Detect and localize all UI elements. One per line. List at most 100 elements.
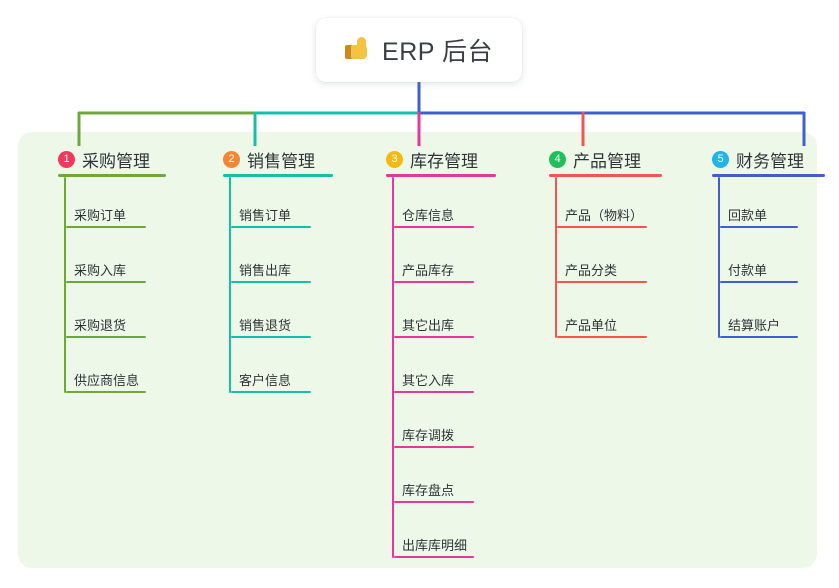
thumbs-up-icon — [345, 36, 371, 64]
branch-badge-3: 3 — [386, 150, 403, 168]
branch-badge-1: 1 — [58, 150, 75, 168]
leaf-label: 客户信息 — [239, 373, 292, 388]
leaf-node[interactable]: 其它出库 — [366, 287, 478, 342]
branch-spine-2 — [229, 177, 231, 393]
leaf-node[interactable]: 其它入库 — [366, 342, 478, 397]
leaf-label: 库存调拨 — [402, 428, 455, 443]
leaf-underline — [66, 336, 146, 338]
leaf-underline — [394, 446, 474, 448]
leaf-underline — [394, 226, 474, 228]
branch-underline-4 — [549, 174, 662, 177]
leaf-node[interactable]: 结算账户 — [692, 287, 804, 342]
leaf-node[interactable]: 供应商信息 — [38, 342, 150, 397]
leaf-node[interactable]: 出库库明细 — [366, 507, 478, 562]
leaf-label: 采购订单 — [74, 208, 127, 223]
branch-underline-1 — [58, 174, 166, 177]
branch-1[interactable]: 1 采购管理采购订单采购入库采购退货供应商信息 — [38, 146, 166, 397]
leaf-node[interactable]: 仓库信息 — [366, 177, 478, 232]
leaf-underline — [394, 336, 474, 338]
leaf-label: 回款单 — [728, 208, 768, 223]
leaf-label: 采购入库 — [74, 263, 127, 278]
branch-underline-2 — [223, 174, 333, 177]
branch-spine-5 — [718, 177, 720, 338]
leaf-underline — [557, 336, 647, 338]
leaf-underline — [394, 501, 474, 503]
branch-spine-1 — [64, 177, 66, 393]
root-title: ERP 后台 — [382, 38, 493, 66]
branch-2[interactable]: 2 销售管理销售订单销售出库销售退货客户信息 — [203, 146, 333, 397]
leaf-node[interactable]: 库存调拨 — [366, 397, 478, 452]
leaf-node[interactable]: 产品单位 — [529, 287, 647, 342]
leaf-label: 产品（物料） — [565, 208, 644, 223]
leaf-node[interactable]: 销售订单 — [203, 177, 315, 232]
leaf-node[interactable]: 客户信息 — [203, 342, 315, 397]
leaf-label: 仓库信息 — [402, 208, 455, 223]
branch-underline-5 — [712, 174, 825, 177]
branch-5[interactable]: 5 财务管理回款单付款单结算账户 — [692, 146, 825, 342]
leaf-label: 其它入库 — [402, 373, 455, 388]
leaf-label: 结算账户 — [728, 318, 781, 333]
branch-header-1[interactable]: 1 采购管理 — [38, 146, 150, 172]
leaf-node[interactable]: 回款单 — [692, 177, 804, 232]
leaf-node[interactable]: 产品分类 — [529, 232, 647, 287]
leaf-label: 库存盘点 — [402, 483, 455, 498]
leaf-underline — [231, 391, 311, 393]
branch-title-4: 产品管理 — [573, 151, 641, 171]
branch-header-4[interactable]: 4 产品管理 — [529, 146, 641, 172]
leaf-node[interactable]: 销售退货 — [203, 287, 315, 342]
leaf-node[interactable]: 采购订单 — [38, 177, 150, 232]
leaf-node[interactable]: 产品（物料） — [529, 177, 647, 232]
branch-children-2: 销售订单销售出库销售退货客户信息 — [203, 177, 315, 397]
leaf-underline — [231, 281, 311, 283]
leaf-underline — [720, 336, 798, 338]
branch-title-5: 财务管理 — [736, 151, 804, 171]
leaf-underline — [66, 226, 146, 228]
leaf-label: 采购退货 — [74, 318, 127, 333]
leaf-node[interactable]: 销售出库 — [203, 232, 315, 287]
branch-spine-4 — [555, 177, 557, 338]
branch-title-1: 采购管理 — [82, 151, 150, 171]
branch-title-3: 库存管理 — [410, 151, 478, 171]
branch-spine-3 — [392, 177, 394, 558]
branch-header-5[interactable]: 5 财务管理 — [692, 146, 804, 172]
leaf-underline — [394, 391, 474, 393]
leaf-node[interactable]: 采购入库 — [38, 232, 150, 287]
leaf-underline — [66, 281, 146, 283]
leaf-underline — [231, 226, 311, 228]
branch-badge-4: 4 — [549, 150, 566, 168]
leaf-underline — [557, 281, 647, 283]
branch-badge-2: 2 — [223, 150, 240, 168]
diagram-background-panel — [18, 132, 817, 568]
leaf-node[interactable]: 产品库存 — [366, 232, 478, 287]
branch-header-2[interactable]: 2 销售管理 — [203, 146, 315, 172]
branch-4[interactable]: 4 产品管理产品（物料） 产品分类产品单位 — [529, 146, 662, 342]
leaf-node[interactable]: 库存盘点 — [366, 452, 478, 507]
branch-badge-5: 5 — [712, 150, 729, 168]
branch-children-1: 采购订单采购入库采购退货供应商信息 — [38, 177, 150, 397]
root-node[interactable]: ERP 后台 — [316, 18, 522, 82]
branch-title-2: 销售管理 — [247, 151, 315, 171]
leaf-label: 产品库存 — [402, 263, 455, 278]
leaf-label: 产品单位 — [565, 318, 618, 333]
leaf-label: 出库库明细 — [402, 538, 468, 553]
leaf-label: 产品分类 — [565, 263, 618, 278]
branch-underline-3 — [386, 174, 496, 177]
leaf-label: 销售订单 — [239, 208, 292, 223]
leaf-node[interactable]: 付款单 — [692, 232, 804, 287]
branch-3[interactable]: 3 库存管理仓库信息产品库存其它出库其它入库库存调拨库存盘点出库库明细 — [366, 146, 496, 562]
leaf-label: 其它出库 — [402, 318, 455, 333]
leaf-label: 销售退货 — [239, 318, 292, 333]
branch-children-5: 回款单付款单结算账户 — [692, 177, 804, 342]
leaf-label: 供应商信息 — [74, 373, 140, 388]
branch-header-3[interactable]: 3 库存管理 — [366, 146, 478, 172]
leaf-label: 付款单 — [728, 263, 768, 278]
leaf-underline — [557, 226, 647, 228]
leaf-node[interactable]: 采购退货 — [38, 287, 150, 342]
branch-children-4: 产品（物料） 产品分类产品单位 — [529, 177, 647, 342]
leaf-underline — [394, 281, 474, 283]
leaf-label: 销售出库 — [239, 263, 292, 278]
branch-children-3: 仓库信息产品库存其它出库其它入库库存调拨库存盘点出库库明细 — [366, 177, 478, 562]
leaf-underline — [720, 226, 798, 228]
